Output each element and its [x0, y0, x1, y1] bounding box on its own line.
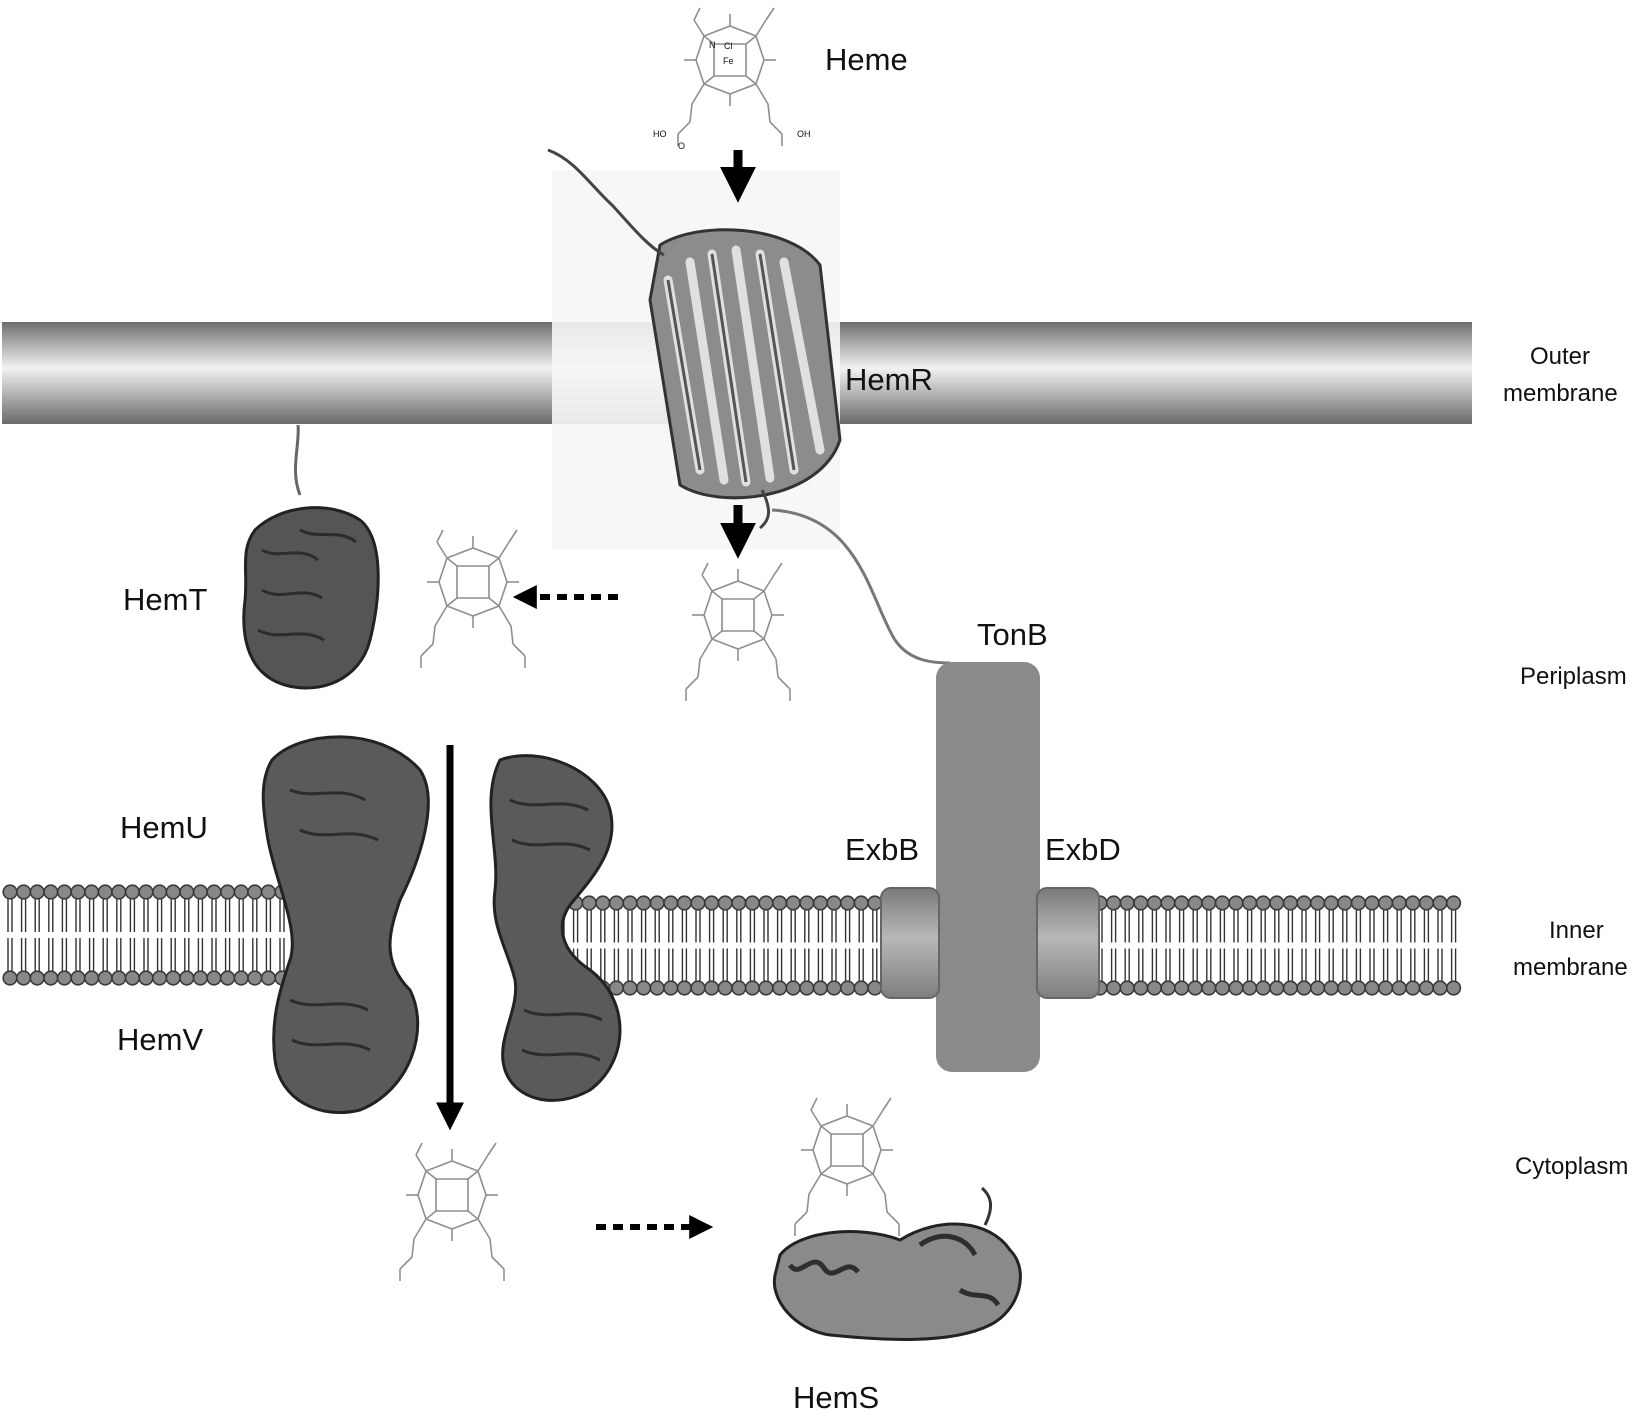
heme-molecule-hemt — [420, 529, 526, 669]
outer-membrane-label-line2: membrane — [1503, 380, 1618, 407]
heme-molecule-cytoplasm — [399, 1142, 505, 1282]
heme-n-label: N — [709, 40, 716, 50]
heme-molecule-top — [677, 7, 783, 147]
hemv-label: HemV — [117, 1022, 203, 1057]
exbd-protein — [1036, 887, 1100, 999]
hemu-hemv-left-half — [261, 735, 430, 1115]
hemt-label: HemT — [123, 582, 207, 617]
heme-cl-label: Cl — [724, 41, 733, 51]
hems-label: HemS — [793, 1380, 879, 1415]
exbb-protein — [880, 887, 940, 999]
hemu-label: HemU — [120, 810, 208, 845]
heme-label: Heme — [825, 42, 908, 77]
inner-membrane-label-line2: membrane — [1513, 954, 1628, 981]
hemt-protein — [242, 424, 380, 690]
inner-membrane-right-bilayer — [1092, 895, 1462, 996]
outer-membrane-label-line1: Outer — [1530, 343, 1590, 370]
tonb-tether — [771, 508, 951, 665]
tonb-protein — [936, 662, 1040, 1072]
heme-acid-left-label: HO — [653, 129, 667, 139]
heme-fe-label: Fe — [723, 56, 734, 66]
heme-molecule-periplasm — [685, 562, 791, 702]
tonb-label: TonB — [977, 617, 1048, 652]
exbd-label: ExbD — [1045, 832, 1121, 867]
hemr-protein — [547, 148, 842, 550]
heme-molecule-hems — [794, 1097, 900, 1237]
hems-protein — [772, 1186, 1022, 1341]
hemr-label: HemR — [845, 362, 933, 397]
periplasm-label: Periplasm — [1520, 663, 1627, 690]
heme-acid-o-label: O — [678, 141, 685, 151]
heme-acid-right-label: OH — [797, 129, 811, 139]
hemu-hemv-right-half — [489, 754, 622, 1102]
inner-membrane-center-bilayer — [554, 895, 883, 996]
exbb-label: ExbB — [845, 832, 919, 867]
cytoplasm-label: Cytoplasm — [1515, 1153, 1628, 1180]
inner-membrane-label-line1: Inner — [1549, 917, 1604, 944]
